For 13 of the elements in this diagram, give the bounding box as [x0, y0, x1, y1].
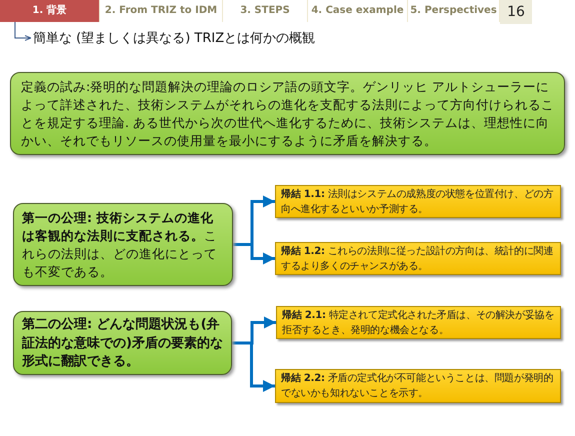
corollary-box: 帰結 2.2: 矛盾の定式化が不可能ということは、問題が発明的でないかも知れないことを示す。 [275, 369, 561, 403]
page-number: 16 [500, 0, 532, 24]
nav-tab: 5. Perspectives [408, 0, 500, 22]
axiom-box: 第一の公理: 技術システムの進化は客観的な法則に支配される。これらの法則は、どの進化にとっても不変である。 [13, 203, 233, 286]
corollary-box: 帰結 1.1: 法則はシステムの成熟度の状態を位置付け、どの方向へ進化するといいか予測する。 [275, 185, 561, 218]
subtitle: 簡単な (望ましくは異なる) TRIZとは何かの概観 [33, 30, 316, 47]
nav-tab: 1. 背景 [0, 0, 100, 22]
axiom-box: 第二の公理: どんな問題状況も(弁証法的な意味での)矛盾の要素的な形式に翻訳できる。 [13, 311, 232, 375]
corollary-box: 帰結 1.2: これらの法則に従った設計の方向は、統計的に関連するより多くのチャンスがある。 [275, 242, 561, 275]
definition-box: 定義の試み:発明的な問題解決の理論のロシア語の頭文字。ゲンリッヒ アルトシューラーによって詳述された、技術システムがそれらの進化を支配する法則によって方向付けられることを規定する理論. ある世代から次の世代へ進化するために、技術システムは、理想性に向かい、それでもリソースの使用量を最小にするように矛盾を解決する。 [10, 72, 565, 155]
connector-arrow [233, 243, 275, 264]
connector-arrow [232, 342, 275, 392]
corollary-box: 帰結 2.1: 特定されて定式化された矛盾は、その解決が妥協を拒否するとき、発明的な機会となる。 [276, 306, 561, 339]
